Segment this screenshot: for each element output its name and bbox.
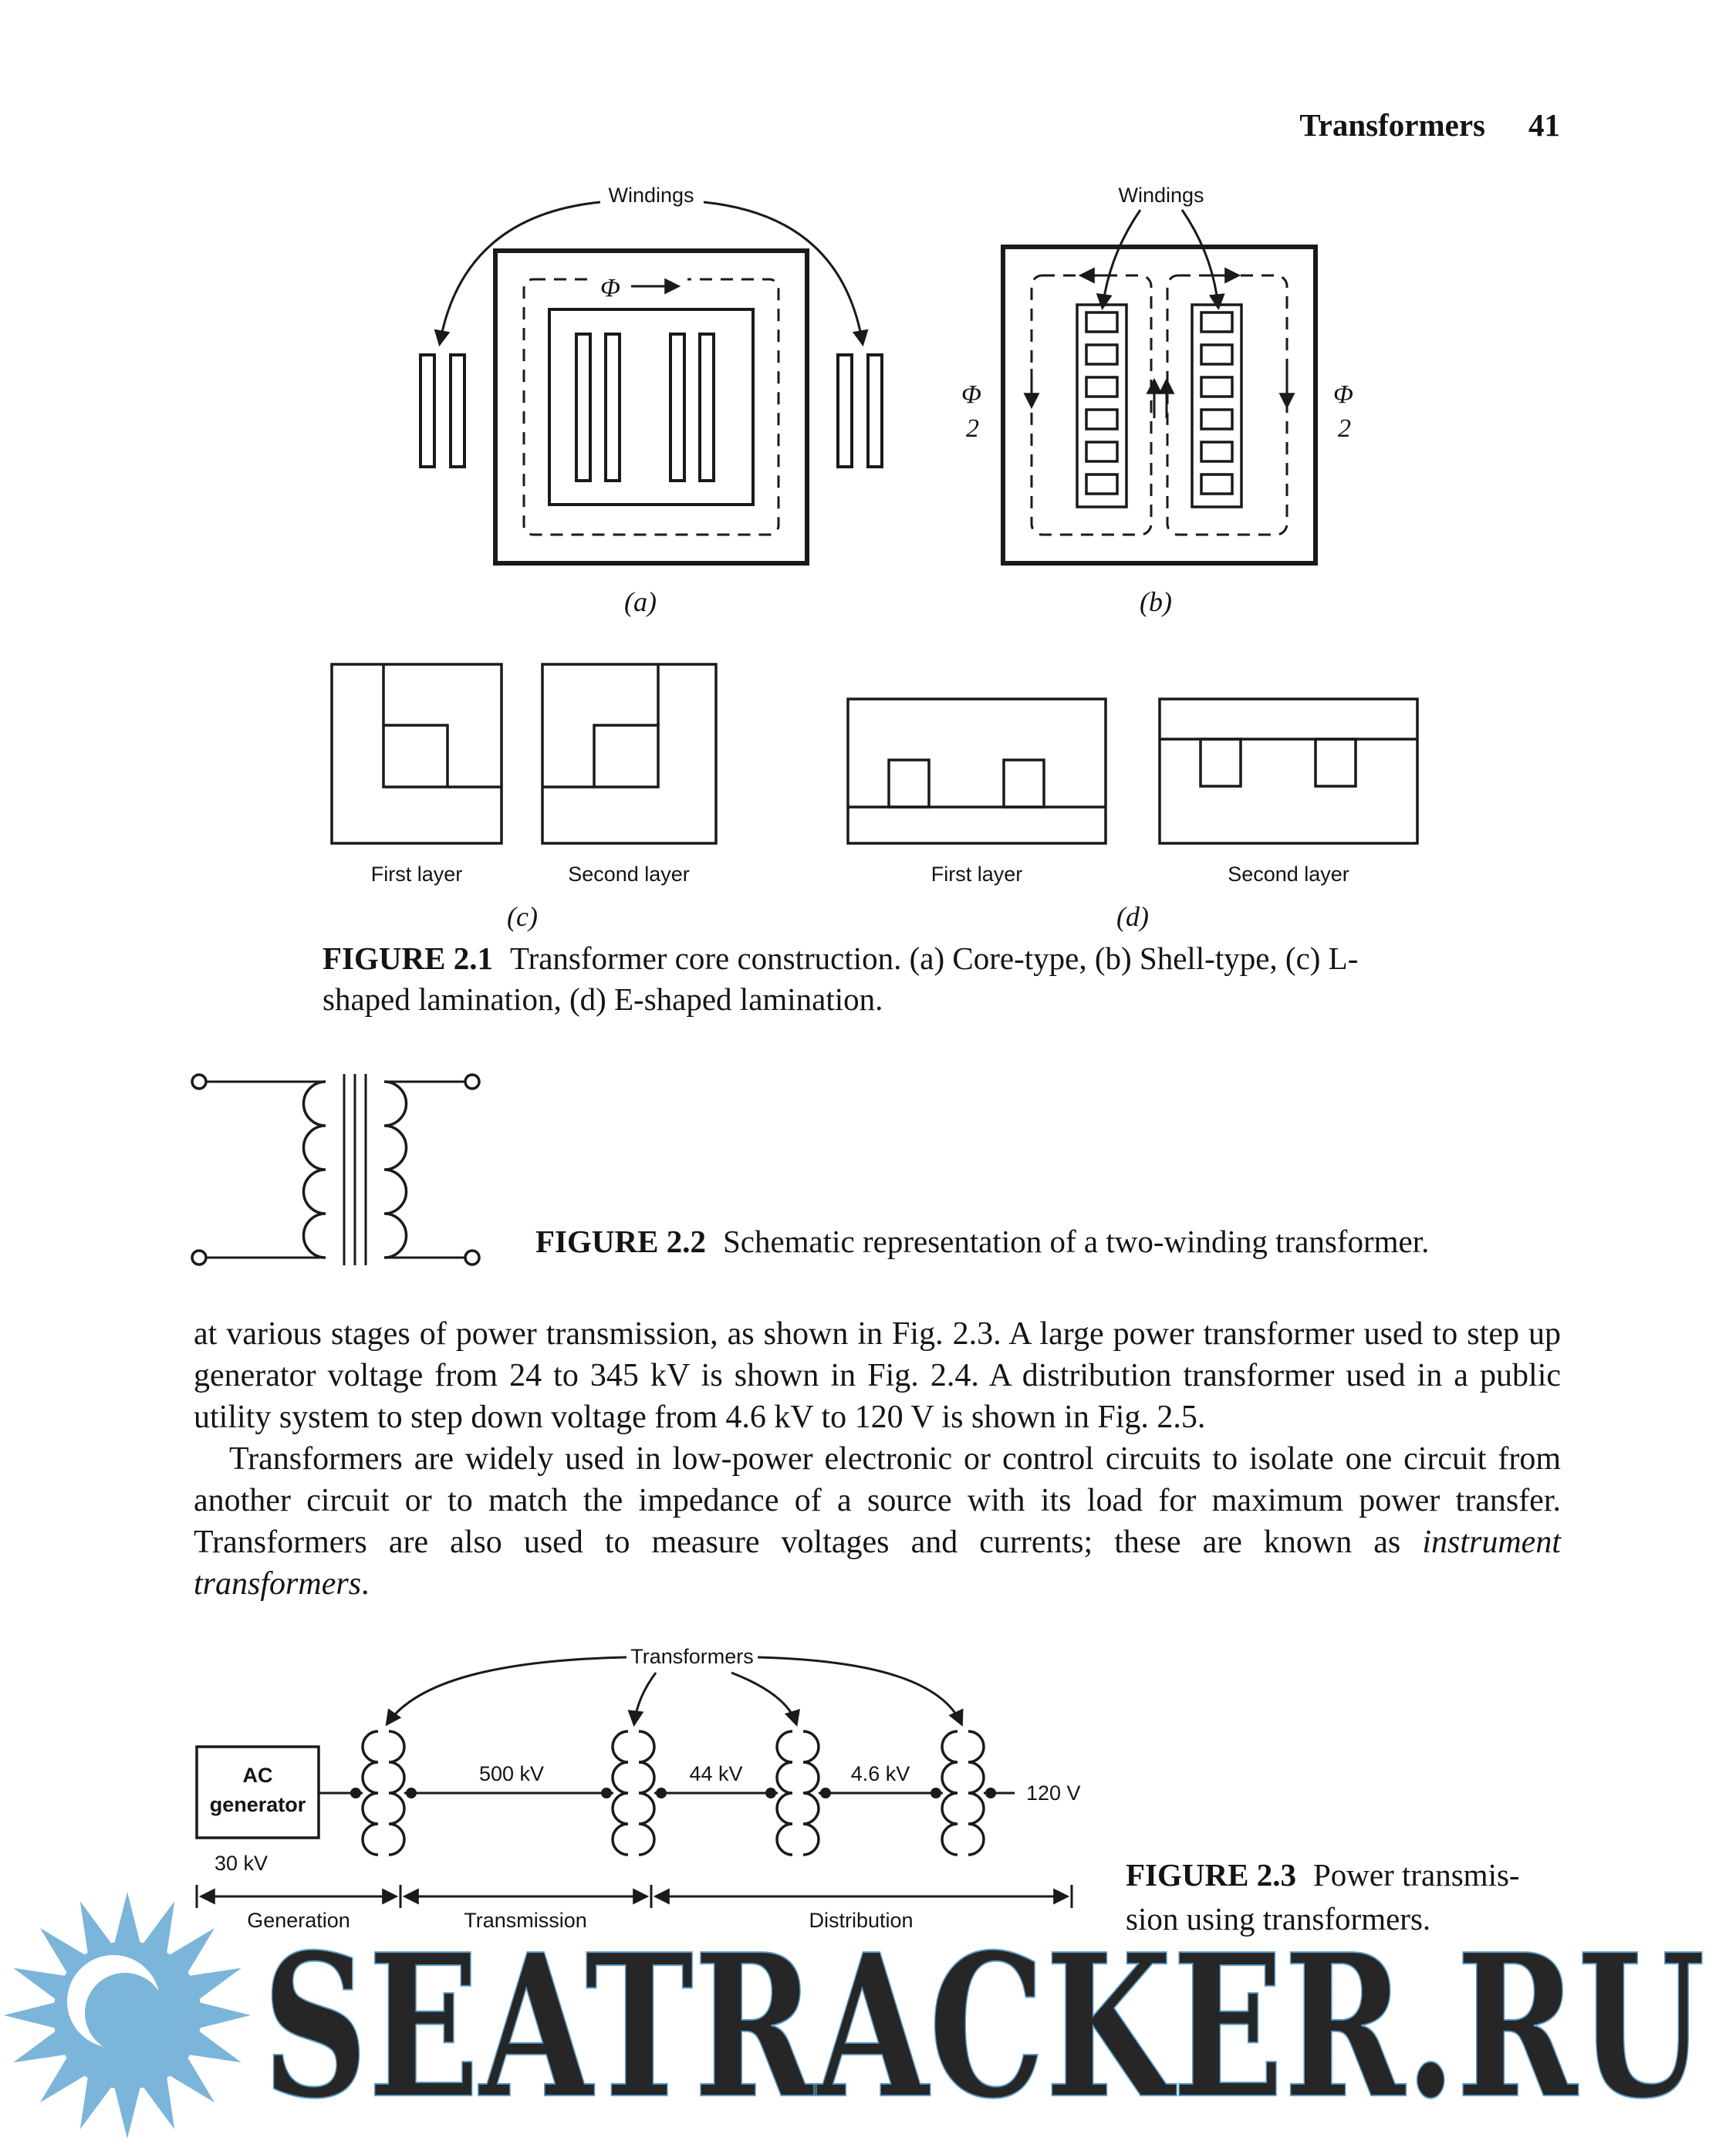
phi-half-right: Φ <box>1333 380 1353 409</box>
winding-bar-outer <box>449 353 466 468</box>
sublabel-c: (c) <box>507 901 538 932</box>
windings-pointer-right <box>703 201 869 347</box>
svg-text:2: 2 <box>1338 414 1351 443</box>
phi-half-left: Φ <box>961 380 981 409</box>
voltage-120v-label: 120 V <box>1026 1781 1081 1805</box>
secondary-coil <box>383 1080 408 1259</box>
terminal <box>464 1073 481 1090</box>
winding-bar-outer <box>836 353 853 468</box>
lamination-first-layer <box>846 697 1107 845</box>
fig1c-l-lamination-diagram: First layer Second layer (c) <box>330 663 718 932</box>
ac-generator-label: AC <box>243 1764 273 1787</box>
winding-bar <box>698 333 715 482</box>
second-layer-label: Second layer <box>1228 863 1349 886</box>
flux-loop-right <box>1166 274 1288 536</box>
transformers-pointer-3 <box>731 1671 800 1727</box>
voltage-500kv-label: 500 kV <box>479 1762 544 1785</box>
transformer-symbol-3 <box>775 1730 820 1856</box>
primary-coil <box>302 1080 326 1259</box>
voltage-44kv-label: 44 kV <box>689 1762 742 1785</box>
winding-bar-outer <box>419 353 436 468</box>
generator-voltage-label: 30 kV <box>214 1852 268 1875</box>
core-window <box>548 308 755 506</box>
sublabel-d: (d) <box>1116 901 1149 932</box>
terminal <box>191 1073 208 1090</box>
winding-bar <box>575 333 592 482</box>
terminal <box>464 1249 481 1266</box>
svg-text:2: 2 <box>966 414 979 443</box>
running-head: Transformers <box>1299 107 1485 143</box>
winding-bar-outer <box>866 353 883 468</box>
voltage-4-6kv-label: 4.6 kV <box>851 1762 910 1785</box>
flux-symbol: Φ <box>600 274 620 302</box>
fig1b-shell-type-diagram: Windings Φ 2 Φ 2 (b) <box>961 184 1353 617</box>
transformer-symbol-2 <box>611 1730 656 1856</box>
body-text: at various stages of power transmission,… <box>194 1313 1561 1605</box>
fig1d-e-lamination-diagram: First layer Second layer (d) <box>846 697 1419 932</box>
flux-loop-left <box>1030 274 1153 536</box>
transformer-symbol-4 <box>941 1730 985 1856</box>
figure2-tag: FIGURE 2.2 <box>535 1224 706 1259</box>
paragraph-1: at various stages of power transmission,… <box>194 1316 1561 1435</box>
distribution-label: Distribution <box>809 1909 913 1932</box>
sublabel-b: (b) <box>1140 586 1172 617</box>
winding-bar <box>604 333 621 482</box>
svg-text:generator: generator <box>210 1793 306 1816</box>
figure1-tag: FIGURE 2.1 <box>323 940 493 976</box>
transformers-callout-label: Transformers <box>630 1645 754 1668</box>
page-number: 41 <box>1528 107 1560 143</box>
winding-stack-right <box>1191 303 1243 508</box>
lamination-second-layer <box>1158 697 1419 845</box>
lamination-first-layer <box>330 663 503 845</box>
core-outline <box>493 248 809 566</box>
winding-stack-left <box>1076 303 1128 508</box>
first-layer-label: First layer <box>931 863 1023 886</box>
transformers-pointer-4 <box>757 1656 964 1727</box>
winding-bar <box>669 333 686 482</box>
watermark: SEATRACKER.RU <box>4 1892 1706 2141</box>
watermark-text: SEATRACKER.RU <box>262 1912 1705 2141</box>
core-outline <box>1001 245 1318 566</box>
second-layer-label: Second layer <box>568 863 690 886</box>
paragraph-2: Transformers are widely used in low-powe… <box>194 1441 1561 1602</box>
ac-generator-box <box>195 1745 320 1839</box>
windings-pointer-left <box>434 201 601 347</box>
windings-pointer-left <box>1096 209 1142 311</box>
terminal <box>191 1249 208 1266</box>
fig3-power-transmission-diagram: AC generator 30 kV <box>195 1645 1081 1932</box>
windings-label: Windings <box>1118 184 1204 207</box>
italic-term: instrument transformers <box>194 1525 1561 1602</box>
figure3-tag: FIGURE 2.3 <box>1126 1857 1296 1893</box>
fig2-transformer-schematic <box>191 1073 481 1266</box>
sublabel-a: (a) <box>624 586 657 617</box>
windings-label: Windings <box>608 184 694 207</box>
windings-pointer-right <box>1180 209 1225 311</box>
transformers-pointer-2 <box>627 1672 657 1727</box>
generation-label: Generation <box>247 1909 350 1932</box>
sun-logo <box>4 1892 251 2139</box>
fig1a-core-type-diagram: Φ Windings (a) <box>419 184 883 617</box>
lamination-second-layer <box>541 663 718 845</box>
transformer-symbol-1 <box>361 1730 406 1856</box>
transformers-pointer-1 <box>385 1656 627 1727</box>
flux-path-dashed <box>522 278 780 536</box>
page-header: Transformers 41 <box>0 106 1560 144</box>
first-layer-label: First layer <box>371 863 463 886</box>
transmission-label: Transmission <box>464 1909 587 1932</box>
